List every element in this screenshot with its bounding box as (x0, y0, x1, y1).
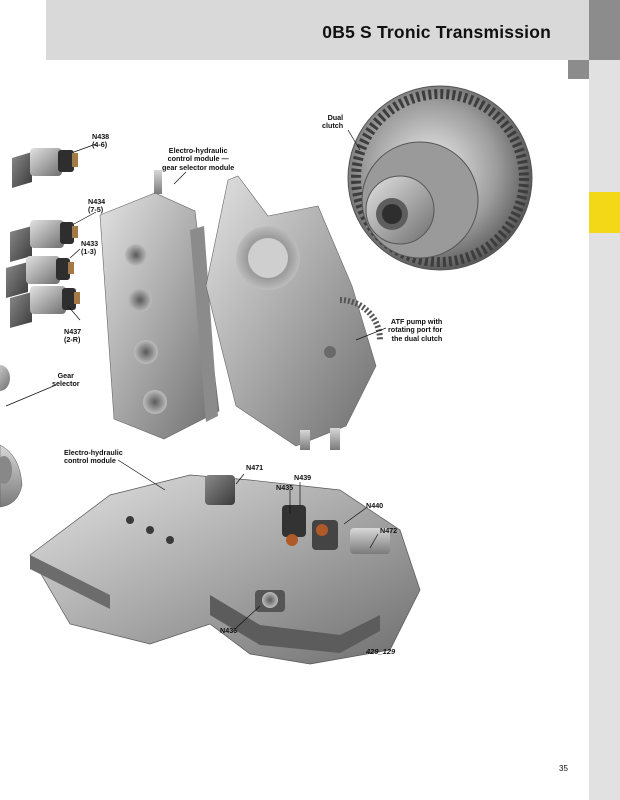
label-n440: N440 (366, 501, 384, 510)
label-n437: N437 (2-R) (64, 327, 82, 345)
transmission-illustration (0, 85, 533, 665)
label-n434: N434 (7-5) (88, 197, 106, 215)
solenoid-valve-n437 (10, 286, 80, 328)
label-n472: N472 (380, 526, 398, 535)
atf-pump-housing (205, 175, 383, 450)
label-n433: N433 (1-3) (81, 239, 99, 257)
side-strip (589, 0, 620, 800)
label-dual-clutch: Dual clutch (322, 113, 344, 131)
left-edge-parts (0, 365, 23, 508)
label-n439: N439 (294, 473, 312, 482)
dual-clutch (347, 85, 533, 271)
chapter-marker (589, 192, 620, 233)
header-bar: 0B5 S Tronic Transmission (46, 0, 589, 60)
side-strip-top (589, 0, 620, 60)
label-n435: N435 (276, 483, 294, 492)
page-number: 35 (559, 764, 568, 773)
side-tab (568, 60, 589, 79)
label-n471: N471 (246, 463, 264, 472)
label-n436: N436 (220, 626, 238, 635)
label-electro-hydraulic-gear-selector: Electro-hydraulic control module — gear … (162, 146, 235, 172)
solenoid-valve-n433 (6, 256, 74, 298)
leader-lines (5, 129, 387, 629)
solenoid-valve-n438 (12, 148, 78, 188)
label-n438: N438 (4-6) (92, 132, 110, 150)
label-electro-hydraulic-control-module: Electro-hydraulic control module (64, 448, 123, 466)
figure-number: 429_129 (366, 647, 396, 656)
gear-selector-module (99, 170, 220, 440)
label-atf-pump: ATF pump with rotating port for the dual… (388, 317, 443, 343)
page-title: 0B5 S Tronic Transmission (322, 22, 551, 42)
solenoid-valve-n434 (10, 220, 78, 262)
label-gear-selector: Gear selector (52, 371, 80, 389)
electro-hydraulic-control-module (29, 474, 421, 665)
